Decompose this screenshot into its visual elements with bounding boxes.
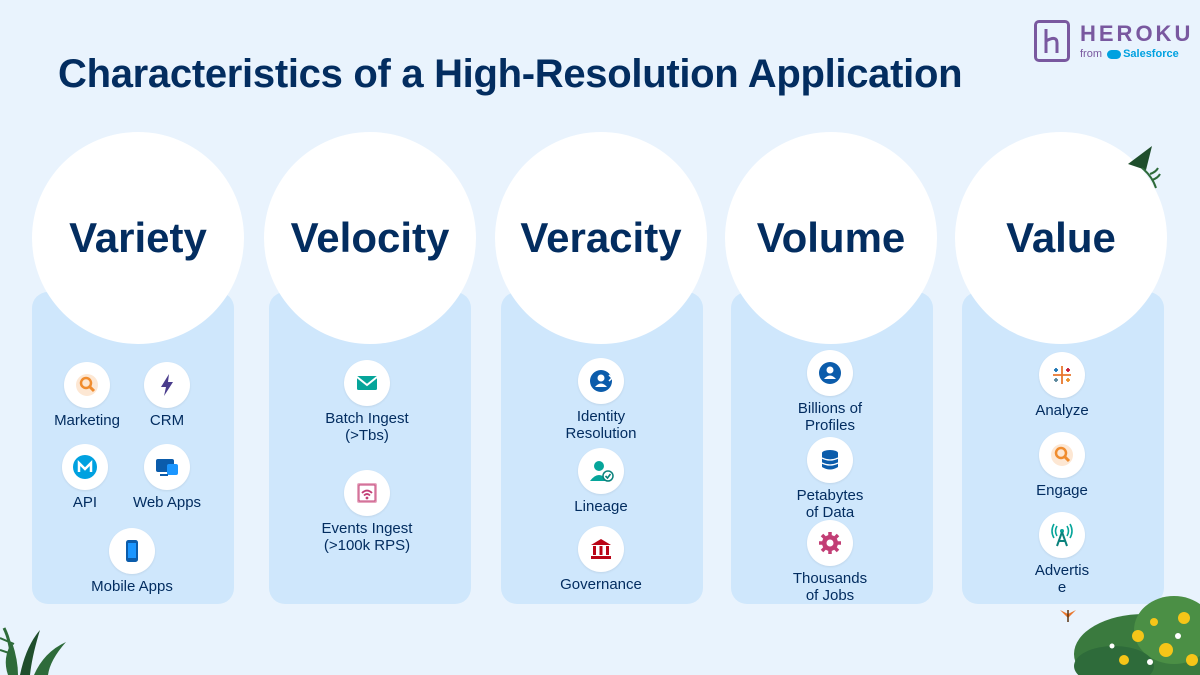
identity-icon: [578, 358, 624, 404]
page-title: Characteristics of a High-Resolution App…: [58, 52, 963, 96]
plant-decoration-icon: [0, 627, 66, 675]
column-heading: Veracity: [520, 214, 682, 261]
heading-circle: Variety: [32, 132, 244, 344]
mulesoft-icon: [62, 444, 108, 490]
logo-subtitle: from Salesforce: [1080, 48, 1179, 60]
database-icon: [807, 437, 853, 483]
item-thousands-of-jobs: Thousands of Jobs: [780, 520, 880, 604]
person-check-icon: [578, 448, 624, 494]
item-engage: Engage: [1012, 432, 1112, 499]
column-value: Value Analyze Engage Advertis e: [955, 132, 1185, 604]
bank-building-icon: [578, 526, 624, 572]
item-web-apps: Web Apps: [124, 444, 210, 511]
column-heading: Variety: [69, 214, 207, 261]
column-heading: Velocity: [290, 214, 450, 261]
item-billions-of-profiles: Billions of Profiles: [780, 350, 880, 434]
column-heading: Volume: [756, 214, 906, 261]
heroku-mark-icon: [1034, 20, 1070, 62]
logo-wordmark: HEROKU: [1080, 21, 1194, 46]
leaf-decoration-icon: [1128, 146, 1161, 189]
magnify-orange-icon: [1039, 432, 1085, 478]
web-apps-icon: [144, 444, 190, 490]
wifi-signal-icon: [344, 470, 390, 516]
tableau-icon: [1039, 352, 1085, 398]
lightning-bolt-icon: [144, 362, 190, 408]
broadcast-tower-icon: [1039, 512, 1085, 558]
salesforce-cloud-icon: [1107, 49, 1122, 59]
item-api: API: [50, 444, 120, 511]
heading-circle: Volume: [725, 132, 937, 344]
logo-from: from: [1080, 48, 1102, 60]
item-analyze: Analyze: [1012, 352, 1112, 419]
item-identity-resolution: Identity Resolution: [551, 358, 651, 442]
column-volume: Volume Billions of Profiles Petabytes of…: [725, 132, 955, 604]
gear-icon: [807, 520, 853, 566]
column-card: [269, 292, 471, 604]
item-crm: CRM: [132, 362, 202, 429]
flowers-decoration-icon: [1060, 596, 1200, 675]
item-events-ingest: Events Ingest (>100k RPS): [302, 470, 432, 554]
item-lineage: Lineage: [551, 448, 651, 515]
item-batch-ingest: Batch Ingest (>Tbs): [312, 360, 422, 444]
mobile-phone-icon: [109, 528, 155, 574]
column-veracity: Veracity Identity Resolution Lineage Gov…: [495, 132, 725, 604]
heading-circle: Velocity: [264, 132, 476, 344]
column-variety: Variety Marketing CRM API Web Apps Mobil…: [32, 132, 262, 604]
profile-icon: [807, 350, 853, 396]
heading-circle: Veracity: [495, 132, 707, 344]
item-petabytes-of-data: Petabytes of Data: [780, 437, 880, 521]
magnify-orange-icon: [64, 362, 110, 408]
column-heading: Value: [1006, 214, 1116, 261]
item-mobile-apps: Mobile Apps: [82, 528, 182, 595]
item-advertise: Advertis e: [1012, 512, 1112, 596]
item-governance: Governance: [551, 526, 651, 593]
item-marketing: Marketing: [42, 362, 132, 429]
logo-brand: Salesforce: [1123, 48, 1179, 60]
heroku-logo: HEROKU from Salesforce: [1034, 20, 1190, 68]
heading-circle: Value: [955, 132, 1167, 344]
envelope-icon: [344, 360, 390, 406]
column-velocity: Velocity Batch Ingest (>Tbs) Events Inge…: [264, 132, 494, 604]
